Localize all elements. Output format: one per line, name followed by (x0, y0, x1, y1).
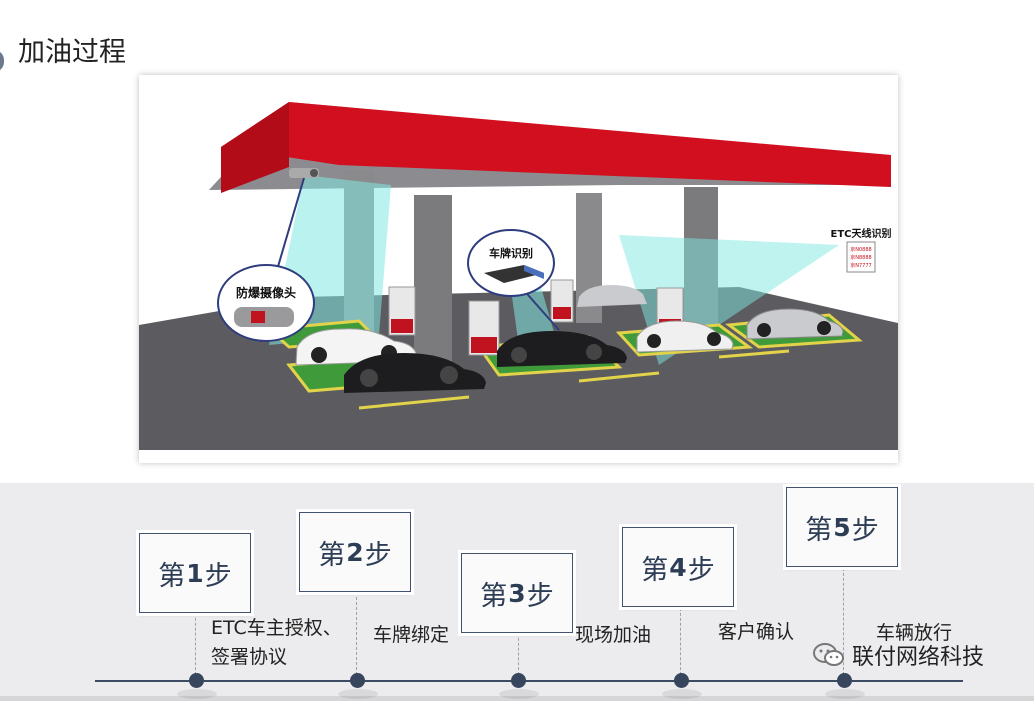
step-prefix: 第 (641, 554, 669, 586)
watermark-text: 联付网络科技 (852, 645, 985, 670)
step-desc-line: ETC车主授权、 (211, 617, 342, 639)
dot-shadow (825, 689, 865, 699)
step-suffix: 步 (687, 554, 715, 586)
fuel-pump (550, 279, 574, 323)
step-suffix: 步 (204, 560, 232, 592)
step-desc-line: 车牌绑定 (373, 624, 450, 646)
step-number: 4 (669, 552, 687, 582)
process-band-edge (0, 696, 1034, 701)
dot-shadow (338, 689, 378, 699)
step-prefix: 第 (318, 539, 346, 571)
step-connector (843, 568, 844, 675)
car-silver (746, 308, 844, 340)
car-black (344, 353, 486, 393)
fuel-pump (388, 286, 416, 336)
step-suffix: 步 (851, 514, 879, 546)
step-number: 3 (508, 578, 526, 608)
step-2-desc: 车牌绑定 (373, 621, 449, 650)
plate-callout-label: 车牌识别 (489, 246, 533, 260)
step-number: 2 (346, 537, 364, 567)
step-connector (195, 613, 196, 675)
camera-callout-label: 防爆摄像头 (236, 285, 296, 300)
step-5-desc: 车辆放行 (876, 619, 952, 648)
etc-board-line: 京N0888 (850, 246, 871, 253)
car-silver (577, 285, 647, 307)
step-connector (680, 608, 681, 675)
step-suffix: 步 (364, 539, 392, 571)
timeline-dot-1 (189, 673, 204, 688)
step-prefix: 第 (480, 580, 508, 612)
timeline-dot-5 (837, 673, 852, 688)
step-prefix: 第 (805, 514, 833, 546)
car-white (636, 320, 734, 353)
step-desc-line: 现场加油 (575, 624, 652, 646)
etc-board-line: 京N7777 (850, 262, 871, 269)
step-suffix: 步 (526, 580, 554, 612)
step-3-desc: 现场加油 (575, 621, 651, 650)
step-connector (356, 592, 357, 675)
fuel-pump (468, 300, 500, 356)
timeline-dot-2 (350, 673, 365, 688)
etc-board (846, 241, 876, 273)
wechat-icon (813, 643, 844, 666)
page-title: 加油过程 (18, 37, 126, 68)
dot-shadow (662, 689, 702, 699)
step-number: 1 (186, 558, 204, 588)
step-number: 5 (833, 512, 851, 542)
plate-callout (467, 229, 555, 297)
canopy-front (221, 102, 891, 187)
car-black (497, 331, 627, 367)
gas-station-illustration: 防爆摄像头 车牌识别 ETC天线识别 京N0888 京N8888 京N7777 (139, 75, 898, 463)
step-4-desc: 客户确认 (718, 618, 794, 647)
step-desc-line: 签署协议 (211, 646, 288, 668)
timeline-dot-4 (674, 673, 689, 688)
step-1-desc: ETC车主授权、 签署协议 (211, 614, 342, 672)
camera-callout (217, 264, 315, 342)
dot-shadow (499, 689, 539, 699)
camera-icon (289, 168, 319, 178)
etc-callout-label: ETC天线识别 (831, 227, 892, 240)
timeline-dot-3 (511, 673, 526, 688)
watermark: 联付网络科技 (812, 640, 984, 670)
step-prefix: 第 (158, 560, 186, 592)
timeline-line (95, 680, 963, 682)
etc-board-line: 京N8888 (850, 254, 871, 261)
dot-shadow (177, 689, 217, 699)
title-accent (0, 50, 4, 72)
step-desc-line: 车辆放行 (876, 622, 953, 644)
step-desc-line: 客户确认 (718, 621, 795, 643)
canopy-left (221, 102, 289, 193)
step-connector (518, 633, 519, 675)
pillar (414, 195, 452, 365)
